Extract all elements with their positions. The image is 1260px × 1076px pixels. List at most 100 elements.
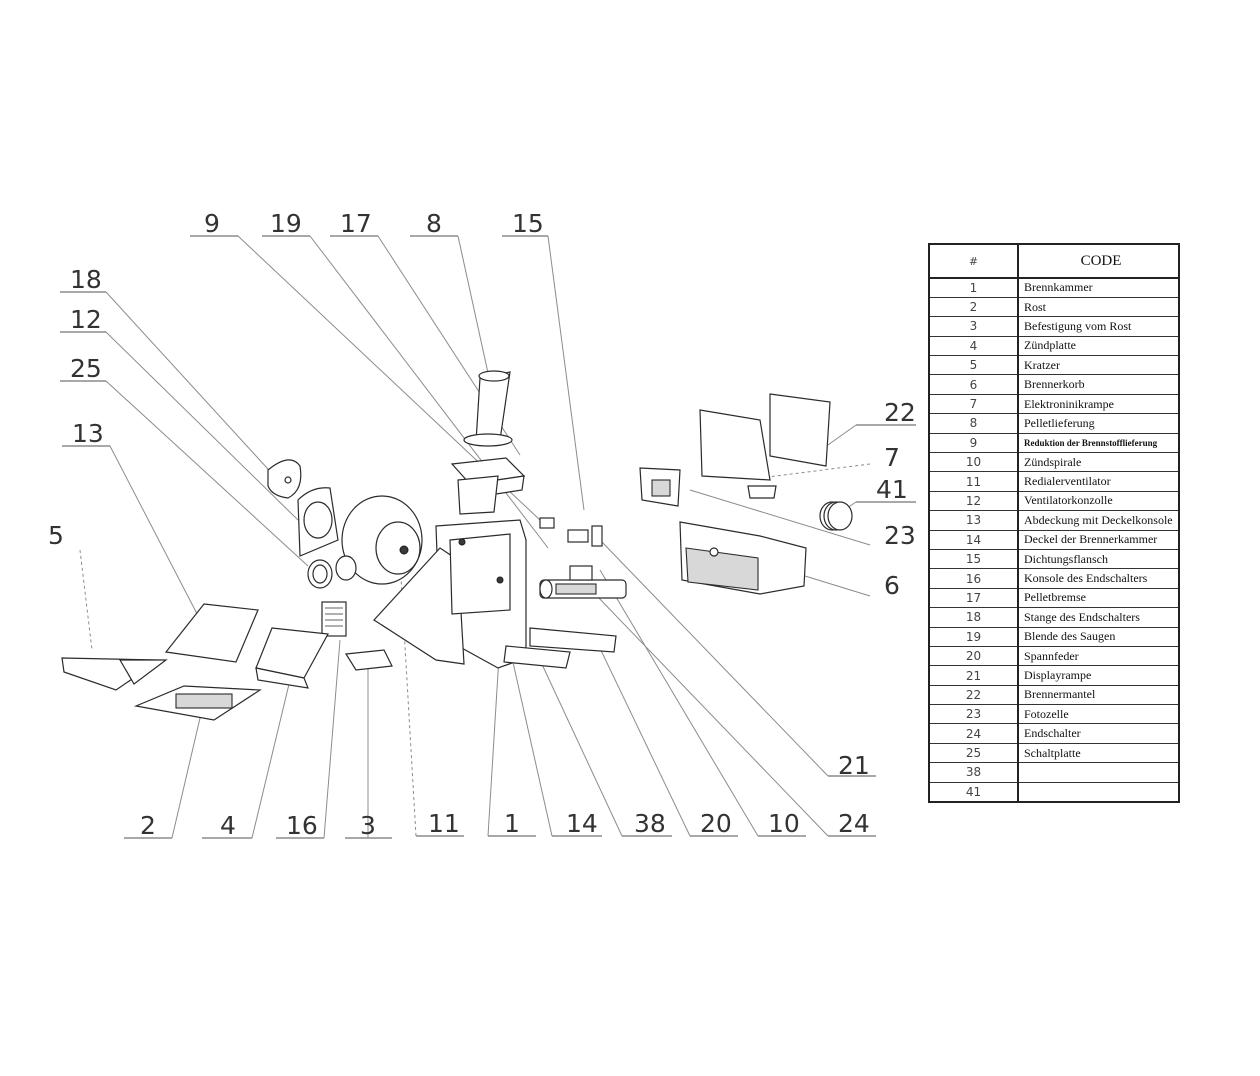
row-num: 13 (928, 510, 1019, 531)
callout-25: 25 (70, 354, 102, 383)
row-code: Pelletbremse (1017, 587, 1180, 609)
callout-14: 14 (566, 809, 598, 838)
row-num: 1 (928, 277, 1019, 298)
row-code: Befestigung vom Rost (1017, 316, 1180, 337)
callout-numbers: 9 19 17 8 15 18 12 25 13 5 22 7 41 23 6 … (48, 209, 916, 840)
row-code: Endschalter (1017, 723, 1180, 744)
row-num: 11 (928, 471, 1019, 492)
callout-11: 11 (428, 809, 460, 838)
row-num: 19 (928, 626, 1019, 647)
callout-15: 15 (512, 209, 544, 238)
row-num: 23 (928, 704, 1019, 725)
row-code: Rost (1017, 296, 1180, 318)
header-num: # (928, 243, 1019, 279)
row-code: Spannfeder (1017, 645, 1180, 667)
leader-lines (60, 235, 916, 839)
row-num: 5 (928, 355, 1019, 376)
row-num: 41 (928, 781, 1019, 803)
row-num: 9 (928, 432, 1019, 454)
row-code: Kratzer (1017, 355, 1180, 376)
callout-8: 8 (426, 209, 442, 238)
callout-21: 21 (838, 751, 870, 780)
row-num: 2 (928, 296, 1019, 318)
row-code: Zündspirale (1017, 452, 1180, 473)
row-num: 8 (928, 413, 1019, 434)
callout-23: 23 (884, 521, 916, 550)
callout-20: 20 (700, 809, 732, 838)
callout-19: 19 (270, 209, 302, 238)
row-code: Stange des Endschalters (1017, 607, 1180, 628)
callout-9: 9 (204, 209, 220, 238)
row-code: Blende des Saugen (1017, 626, 1180, 647)
callout-1: 1 (504, 809, 520, 838)
row-code (1017, 762, 1180, 783)
row-code: Schaltplatte (1017, 742, 1180, 764)
parts-table-header: # CODE (928, 243, 1180, 279)
row-num: 21 (928, 665, 1019, 686)
callout-5: 5 (48, 521, 64, 550)
callout-24: 24 (838, 809, 870, 838)
row-num: 25 (928, 742, 1019, 764)
row-num: 22 (928, 684, 1019, 706)
row-num: 24 (928, 723, 1019, 744)
row-code: Redialerventilator (1017, 471, 1180, 492)
row-num: 4 (928, 335, 1019, 357)
row-code (1017, 781, 1180, 803)
callout-12: 12 (70, 305, 102, 334)
callout-41: 41 (876, 475, 908, 504)
row-code: Fotozelle (1017, 704, 1180, 725)
row-code: Displayrampe (1017, 665, 1180, 686)
row-num: 12 (928, 490, 1019, 512)
callout-7: 7 (884, 443, 900, 472)
row-num: 7 (928, 393, 1019, 415)
callout-4: 4 (220, 811, 236, 840)
callout-10: 10 (768, 809, 800, 838)
row-code: Pelletlieferung (1017, 413, 1180, 434)
row-num: 20 (928, 645, 1019, 667)
callout-6: 6 (884, 571, 900, 600)
callout-16: 16 (286, 811, 318, 840)
row-code: Dichtungsflansch (1017, 548, 1180, 570)
row-code: Konsole des Endschalters (1017, 568, 1180, 589)
row-code: Brennerkorb (1017, 374, 1180, 395)
row-code: Abdeckung mit Deckelkonsole (1017, 510, 1180, 531)
row-num: 17 (928, 587, 1019, 609)
row-num: 16 (928, 568, 1019, 589)
header-code: CODE (1017, 243, 1180, 279)
callout-17: 17 (340, 209, 372, 238)
row-code: Elektroninikrampe (1017, 393, 1180, 415)
callout-3: 3 (360, 811, 376, 840)
row-code: Zündplatte (1017, 335, 1180, 357)
table-row: 38 (928, 762, 1180, 783)
row-num: 10 (928, 452, 1019, 473)
row-num: 38 (928, 762, 1019, 783)
row-code: Ventilatorkonzolle (1017, 490, 1180, 512)
row-code: Brennkammer (1017, 277, 1180, 298)
row-num: 6 (928, 374, 1019, 395)
parts-drawing (61, 370, 853, 721)
row-code: Brennermantel (1017, 684, 1180, 706)
